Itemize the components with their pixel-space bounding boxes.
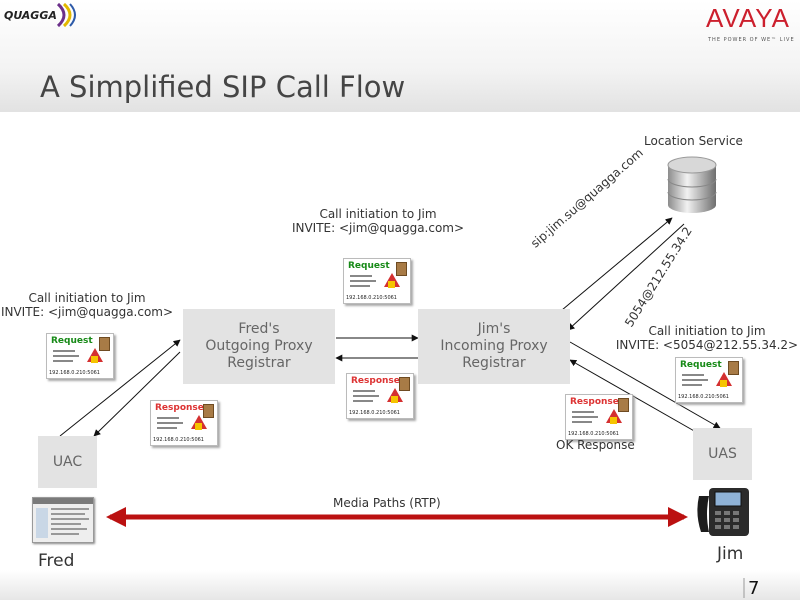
request-card-ip: 192.168.0.210:5061 — [346, 295, 397, 301]
uas-box: UAS — [693, 428, 752, 480]
arrow-location-to-jim-proxy — [567, 223, 685, 331]
request-card-label: Request — [51, 336, 93, 346]
call-initiation-right-line-2: INVITE: <5054@212.55.34.2> — [615, 338, 799, 352]
fred-proxy-line-2: Outgoing Proxy — [205, 338, 313, 354]
arrow-uac-to-fred-proxy — [59, 339, 181, 437]
uac-box: UAC — [38, 436, 97, 488]
arrow-jim-proxy-to-location — [561, 217, 673, 311]
call-initiation-center-line-1: Call initiation to Jim — [319, 207, 437, 221]
request-card-left: Request 192.168.0.210:5061 — [46, 333, 114, 379]
response-card-label: Response — [570, 397, 619, 407]
call-initiation-center-line-2: INVITE: <jim@quagga.com> — [291, 221, 465, 235]
jim-incoming-proxy-registrar: Jim's Incoming Proxy Registrar — [418, 309, 570, 384]
ip-phone-icon — [697, 488, 749, 536]
stamp-icon — [618, 398, 629, 412]
call-initiation-right-line-1: Call initiation to Jim — [648, 324, 766, 338]
request-card-center: Request 192.168.0.210:5061 — [343, 258, 411, 304]
response-card-right: Response 192.168.0.210:5061 — [565, 394, 633, 440]
stamp-icon — [203, 404, 214, 418]
stamp-icon — [399, 377, 410, 391]
response-card-label: Response — [155, 403, 204, 413]
fred-outgoing-proxy-registrar: Fred's Outgoing Proxy Registrar — [183, 309, 335, 384]
stamp-icon — [99, 337, 110, 351]
request-card-label: Request — [348, 261, 390, 271]
fred-proxy-line-1: Fred's — [238, 321, 280, 337]
location-service-label: Location Service — [644, 134, 743, 148]
jim-proxy-line-1: Jim's — [477, 321, 511, 337]
fred-label: Fred — [38, 551, 75, 571]
stamp-icon — [728, 361, 739, 375]
request-card-label: Request — [680, 360, 722, 370]
stamp-icon — [396, 262, 407, 276]
avaya-logo-text: AVAYA — [706, 3, 790, 33]
quagga-logo-swoosh-icon — [56, 2, 76, 28]
slide-footer — [0, 570, 800, 600]
jim-proxy-line-2: Incoming Proxy — [440, 338, 548, 354]
call-initiation-center: Call initiation to Jim INVITE: <jim@quag… — [288, 207, 468, 235]
arrow-uas-to-jim-proxy — [569, 359, 697, 433]
request-card-ip: 192.168.0.210:5061 — [49, 370, 100, 376]
page-number: 7 — [748, 578, 760, 599]
response-card-label: Response — [351, 376, 400, 386]
ok-response-label: OK Response — [556, 438, 635, 452]
call-initiation-right: Call initiation to Jim INVITE: <5054@212… — [614, 324, 800, 352]
slide-header — [0, 0, 800, 112]
response-card-ip: 192.168.0.210:5061 — [568, 431, 619, 437]
call-initiation-left: Call initiation to Jim INVITE: <jim@quag… — [0, 291, 174, 319]
arrow-fred-proxy-to-uac — [93, 351, 181, 437]
jim-label: Jim — [717, 544, 744, 564]
slide-title: A Simplified SIP Call Flow — [40, 70, 406, 104]
response-card-ip: 192.168.0.210:5061 — [349, 410, 400, 416]
computer-screen-icon — [32, 497, 94, 543]
media-paths-label: Media Paths (RTP) — [333, 496, 441, 510]
quagga-logo: QUAGGA — [2, 2, 78, 32]
request-card-right: Request 192.168.0.210:5061 — [675, 357, 743, 403]
call-initiation-left-line-2: INVITE: <jim@quagga.com> — [0, 305, 174, 319]
arrow-jim-proxy-to-uas — [569, 341, 721, 429]
response-card-ip: 192.168.0.210:5061 — [153, 437, 204, 443]
response-card-left: Response 192.168.0.210:5061 — [150, 400, 218, 446]
request-card-ip: 192.168.0.210:5061 — [678, 394, 729, 400]
database-icon — [667, 156, 717, 213]
response-card-center: Response 192.168.0.210:5061 — [346, 373, 414, 419]
fred-proxy-line-3: Registrar — [227, 355, 291, 371]
quagga-logo-text: QUAGGA — [4, 9, 57, 22]
jim-proxy-line-3: Registrar — [462, 355, 526, 371]
avaya-logo: AVAYA THE POWER OF WE™ LIVE — [700, 3, 796, 45]
avaya-tagline: THE POWER OF WE™ LIVE — [708, 37, 795, 43]
call-initiation-left-line-1: Call initiation to Jim — [28, 291, 146, 305]
